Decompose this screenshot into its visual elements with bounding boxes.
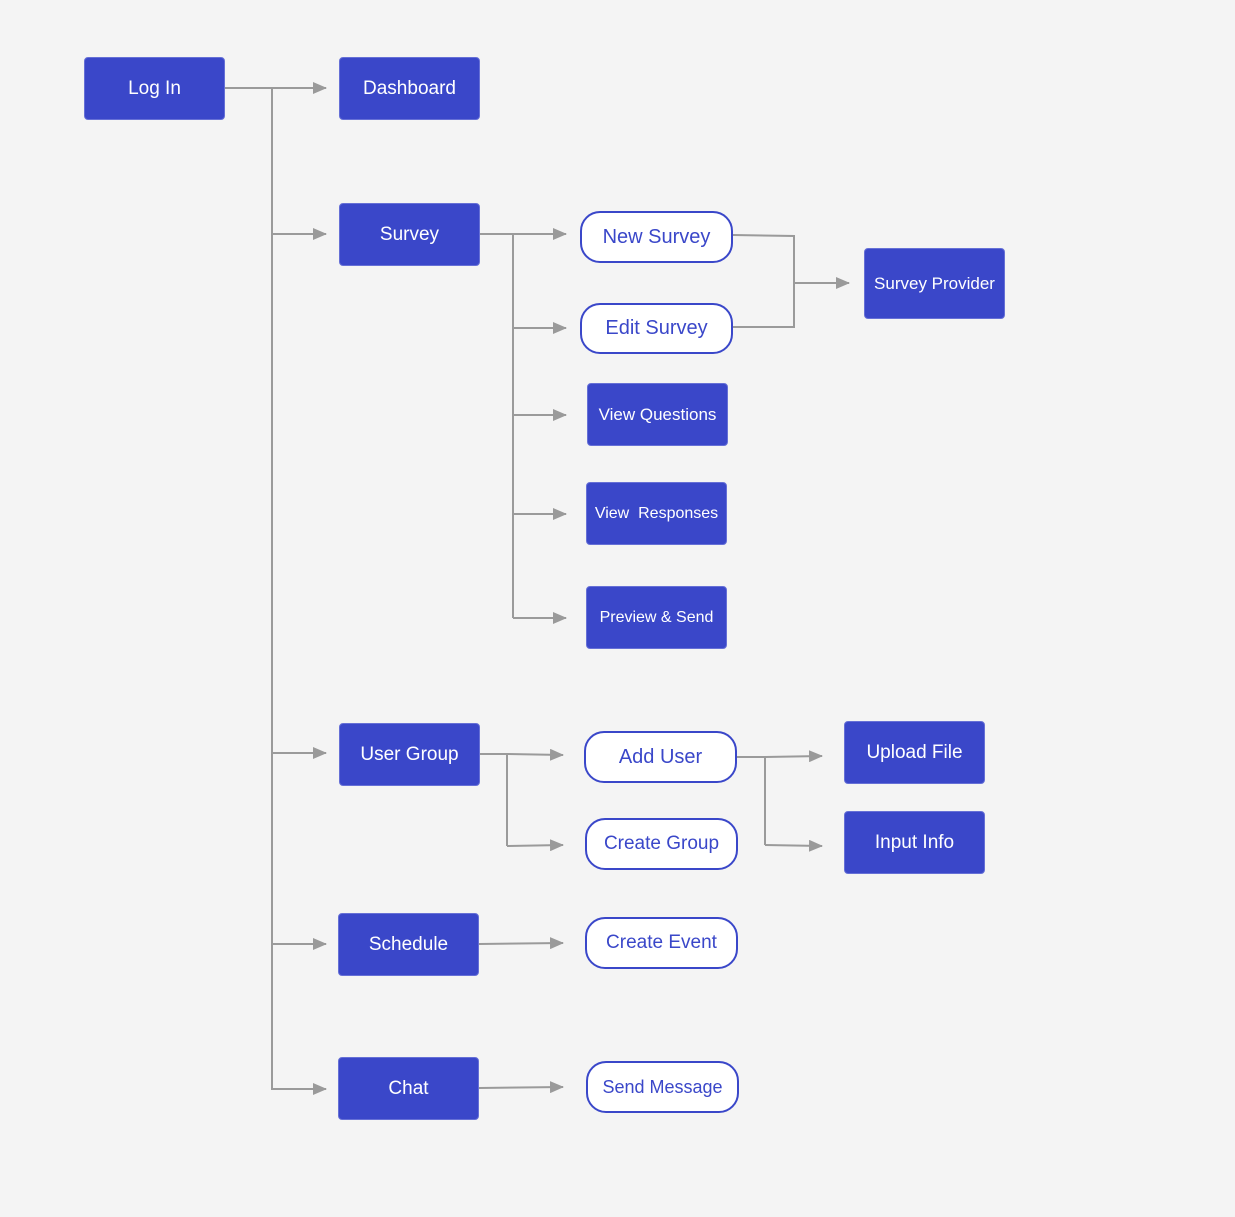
send-message-node[interactable]: Send Message: [586, 1061, 739, 1113]
arrow-to-input-info: [764, 839, 823, 852]
user-group-node[interactable]: User Group: [339, 723, 480, 786]
survey-branch-trunk: [480, 233, 514, 618]
view-responses-node[interactable]: View Responses: [586, 482, 727, 545]
edit-survey-node[interactable]: Edit Survey: [580, 303, 733, 354]
log-in-node[interactable]: Log In: [84, 57, 225, 120]
survey-provider-node[interactable]: Survey Provider: [864, 248, 1005, 319]
dashboard-node[interactable]: Dashboard: [339, 57, 480, 120]
provider-merge-line: [732, 234, 795, 328]
arrow-to-create-group: [506, 839, 564, 852]
new-survey-node[interactable]: New Survey: [580, 211, 733, 263]
trunk-line: [225, 87, 273, 1090]
upload-file-node[interactable]: Upload File: [844, 721, 985, 784]
arrow-to-add-user: [506, 748, 564, 761]
user-group-branch-line: [480, 753, 508, 846]
chat-node[interactable]: Chat: [338, 1057, 479, 1120]
arrow-to-send-message: [478, 1081, 564, 1094]
create-event-node[interactable]: Create Event: [585, 917, 738, 969]
preview-send-node[interactable]: Preview & Send: [586, 586, 727, 649]
create-group-node[interactable]: Create Group: [585, 818, 738, 870]
add-user-branch-line: [737, 756, 766, 845]
arrow-to-create-event: [478, 937, 564, 950]
view-questions-node[interactable]: View Questions: [587, 383, 728, 446]
input-info-node[interactable]: Input Info: [844, 811, 985, 874]
add-user-node[interactable]: Add User: [584, 731, 737, 783]
survey-node[interactable]: Survey: [339, 203, 480, 266]
schedule-node[interactable]: Schedule: [338, 913, 479, 976]
arrow-to-upload-file: [764, 750, 823, 763]
